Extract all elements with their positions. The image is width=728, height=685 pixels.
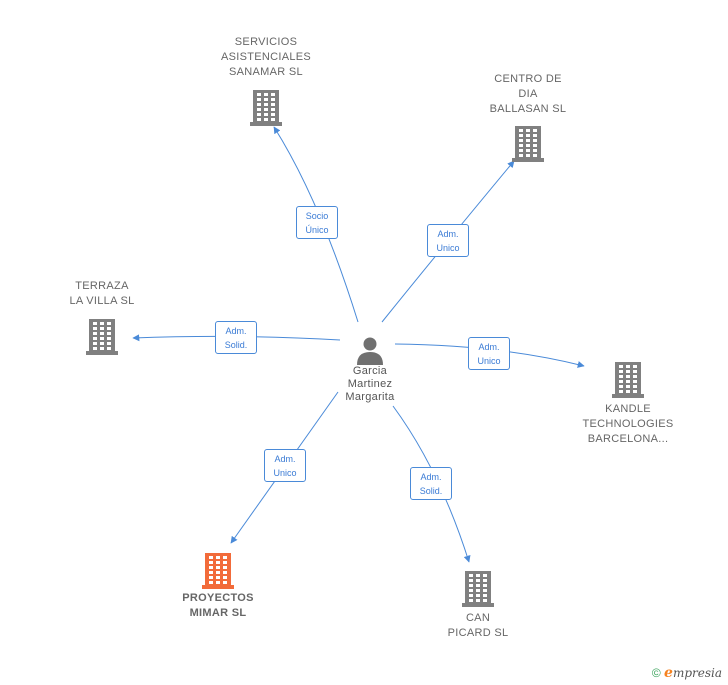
building-icon [512,126,544,162]
company-name-line: TECHNOLOGIES [582,418,674,430]
company-name-line: LA VILLA SL [69,295,135,307]
company-name-line: SERVICIOS [234,36,298,48]
relation-label-line: Único [305,225,329,235]
person-name-line: Margarita [345,391,395,403]
building-icon [462,571,494,607]
brand-footer: © empresia [652,665,722,681]
relation-label-line: Socio [305,211,329,221]
building-icon [202,553,234,589]
relation-label-line: Adm. [478,342,500,352]
relation-label-line: Unico [477,356,501,366]
relation-label-kandle[interactable]: Adm. Unico [468,337,510,370]
company-name-line: BARCELONA... [587,433,669,445]
person-name-line: Martinez [347,378,393,390]
company-node-terraza[interactable]: TERRAZA LA VILLA SL [42,279,162,355]
relation-label-ballasan[interactable]: Adm. Unico [427,224,469,257]
relation-label-line: Adm. [420,472,442,482]
company-name-line: ASISTENCIALES [220,51,312,63]
relation-label-line: Adm. [437,229,459,239]
company-node-ballasan[interactable]: CENTRO DE DIA BALLASAN SL [468,72,588,162]
company-name-line: MIMAR SL [189,607,247,619]
company-name-line: BALLASAN SL [489,103,567,115]
company-name-line: DIA [518,88,538,100]
brand-logo-name: mpresia [672,666,722,680]
brand-logo-initial: e [664,665,673,681]
company-node-sanamar[interactable]: SERVICIOS ASISTENCIALES SANAMAR SL [206,35,326,126]
company-name-line: CENTRO DE [494,73,562,85]
relation-label-line: Solid. [419,486,443,496]
relation-label-line: Unico [273,468,297,478]
person-name-line: Garcia [352,365,388,377]
person-icon [357,337,383,365]
relation-label-mimar[interactable]: Adm. Unico [264,449,306,482]
company-name-line: SANAMAR SL [229,66,303,78]
company-name-line: CAN [465,612,491,624]
company-name-line: TERRAZA [75,280,129,292]
relation-label-line: Unico [436,243,460,253]
relation-label-line: Adm. [274,454,296,464]
company-name-line: PROYECTOS [182,592,254,604]
person-node[interactable]: Garcia Martinez Margarita [330,335,410,404]
company-node-mimar[interactable]: PROYECTOS MIMAR SL [158,549,278,621]
company-name-line: KANDLE [605,403,651,415]
relation-label-sanamar[interactable]: Socio Único [296,206,338,239]
copyright-symbol: © [651,666,661,680]
relation-label-line: Solid. [224,340,248,350]
building-icon [612,362,644,398]
relation-label-line: Adm. [225,326,247,336]
company-node-kandle[interactable]: KANDLE TECHNOLOGIES BARCELONA... [568,358,688,447]
building-icon [250,90,282,126]
building-icon [86,319,118,355]
company-name-line: PICARD SL [447,627,509,639]
relation-label-terraza[interactable]: Adm. Solid. [215,321,257,354]
company-node-picard[interactable]: CAN PICARD SL [418,567,538,641]
relation-label-picard[interactable]: Adm. Solid. [410,467,452,500]
